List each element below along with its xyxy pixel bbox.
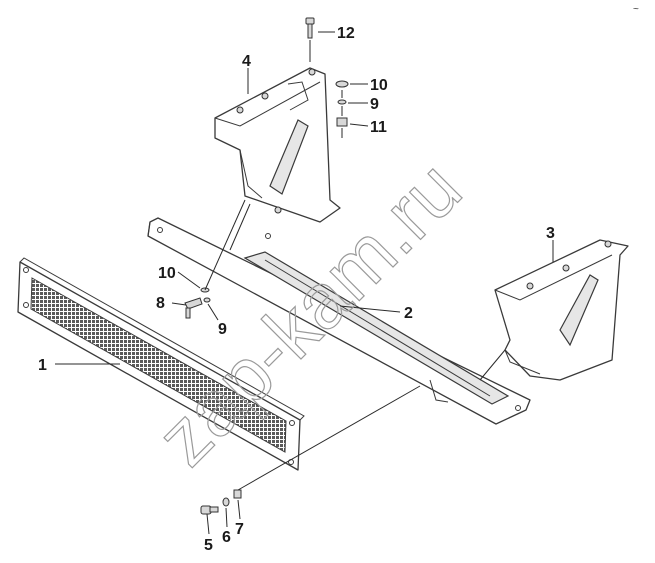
callout-4: 4 (242, 53, 251, 70)
part-1-grille-panel (17, 257, 305, 471)
fasteners-middle (184, 287, 211, 319)
fasteners-upper (305, 17, 349, 138)
callout-7: 7 (235, 521, 244, 538)
callout-3: 3 (546, 225, 555, 242)
callout-10-upper: 10 (370, 77, 388, 94)
part-4-upper-bracket (214, 67, 341, 223)
callout-8: 8 (156, 295, 165, 312)
callout-9-middle: 9 (218, 321, 227, 338)
callout-9-upper: 9 (370, 96, 379, 113)
part-2-mounting-bar (147, 217, 531, 425)
corner-mark: ~ (633, 4, 639, 15)
callout-11: 11 (370, 119, 387, 136)
callout-2: 2 (404, 305, 413, 322)
callout-labels: 1 2 3 4 5 6 7 8 9 10 10 9 11 12 (38, 25, 555, 554)
fasteners-lower (200, 489, 242, 515)
callout-10-middle: 10 (158, 265, 176, 282)
callout-5: 5 (204, 537, 213, 554)
callout-1: 1 (38, 357, 47, 374)
callout-6: 6 (222, 529, 231, 546)
callout-12: 12 (337, 25, 355, 42)
part-3-right-bracket (494, 239, 629, 381)
callout-leaders (55, 31, 554, 535)
assembly-lines (204, 199, 506, 491)
